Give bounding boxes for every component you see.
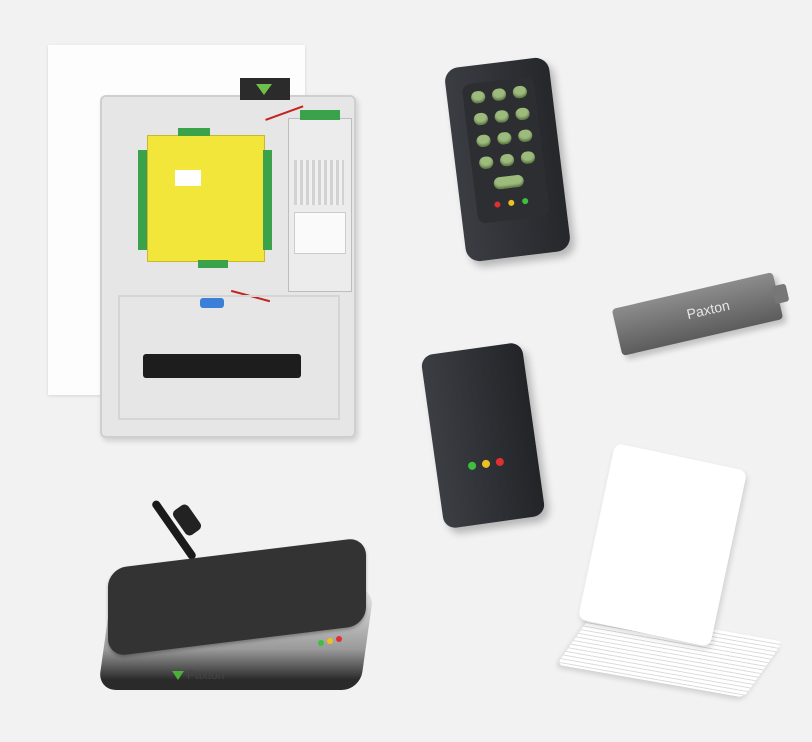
paxton-logo-icon bbox=[256, 84, 272, 95]
terminal-block bbox=[178, 128, 210, 136]
board-label bbox=[175, 170, 201, 186]
desktop-reader-logo: Paxton bbox=[172, 668, 224, 682]
usb-fob: Paxton bbox=[611, 272, 790, 356]
led-green bbox=[521, 197, 529, 205]
key bbox=[475, 133, 492, 148]
key bbox=[478, 155, 494, 170]
key bbox=[491, 87, 507, 102]
led-green bbox=[467, 461, 477, 471]
usb-brand-label: Paxton bbox=[685, 296, 732, 323]
key bbox=[470, 90, 486, 104]
power-supply-unit bbox=[288, 118, 352, 292]
desktop-reader-brand-label: Paxton bbox=[187, 668, 225, 682]
terminal-block bbox=[198, 260, 228, 268]
led-red bbox=[336, 636, 342, 642]
psu-label bbox=[294, 212, 346, 254]
key bbox=[512, 85, 528, 99]
led-yellow bbox=[327, 638, 333, 644]
battery-strap bbox=[143, 354, 301, 378]
led-green bbox=[318, 640, 324, 646]
proximity-card bbox=[577, 442, 748, 648]
terminal-block bbox=[138, 150, 147, 250]
led-red bbox=[494, 201, 501, 208]
led-yellow bbox=[507, 199, 515, 207]
keypad-reader bbox=[443, 56, 572, 263]
key bbox=[514, 107, 531, 121]
proximity-reader bbox=[420, 341, 546, 530]
terminal-block bbox=[263, 150, 272, 250]
key-enter bbox=[493, 174, 525, 190]
led-red bbox=[495, 457, 505, 467]
key bbox=[494, 109, 510, 124]
usb-keyring bbox=[771, 283, 790, 305]
psu-vent bbox=[294, 160, 344, 205]
key bbox=[499, 153, 515, 167]
led-yellow bbox=[481, 459, 491, 469]
key bbox=[520, 150, 536, 165]
keypad-face bbox=[461, 76, 551, 224]
key bbox=[517, 128, 533, 143]
key bbox=[496, 131, 513, 146]
blue-connector bbox=[200, 298, 224, 308]
paxton-logo-icon bbox=[172, 671, 184, 681]
psu-terminal bbox=[300, 110, 340, 120]
controller-circuit-board bbox=[147, 135, 265, 262]
battery-bay bbox=[118, 295, 340, 420]
key bbox=[473, 112, 489, 126]
